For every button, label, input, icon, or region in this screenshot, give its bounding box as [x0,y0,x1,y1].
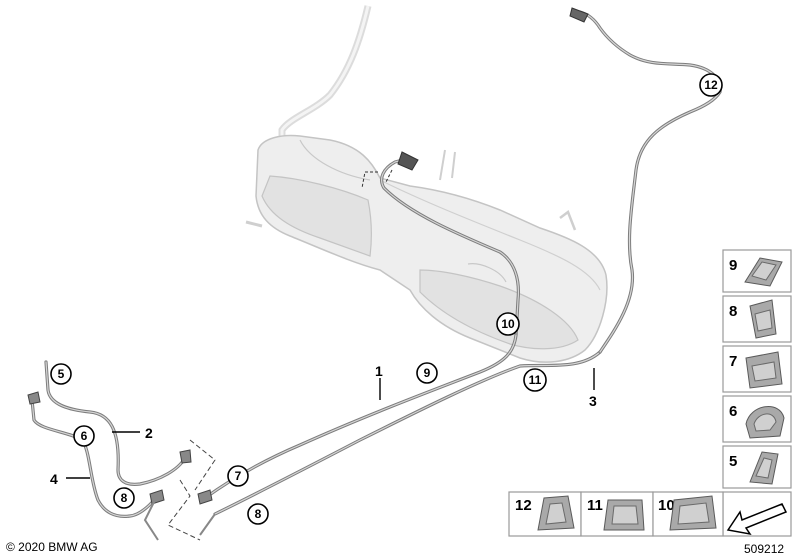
svg-text:9: 9 [729,257,737,274]
copyright-text: © 2020 BMW AG [6,540,98,554]
svg-text:8: 8 [729,303,737,320]
callout-9: 9 [416,362,438,384]
svg-text:5: 5 [58,367,65,381]
svg-text:7: 7 [729,353,737,370]
fuel-tank [245,134,608,363]
svg-text:6: 6 [729,403,737,420]
filler-neck-tube [278,5,372,145]
part-box-9: 9 [722,249,792,293]
svg-text:12: 12 [515,497,532,514]
fuel-pipes-front [27,360,216,541]
dashed-connection [167,439,216,541]
diagram-number: 509212 [744,542,785,556]
callout-8-right: 8 [247,503,269,525]
direction-arrow-icon [726,503,788,536]
svg-text:9: 9 [424,366,431,380]
part-box-8: 8 [722,295,792,343]
part-box-7: 7 [722,345,792,393]
callout-1: 1 [375,363,383,379]
callout-12: 12 [699,73,723,97]
svg-text:8: 8 [121,491,128,505]
svg-text:7: 7 [235,469,242,483]
callout-11: 11 [523,368,547,392]
callout-8-left: 8 [113,487,135,509]
svg-text:10: 10 [658,497,675,514]
svg-text:11: 11 [587,497,603,514]
svg-text:8: 8 [255,507,262,521]
part-box-arrow [722,491,792,537]
leader-lines [66,368,595,479]
part-box-6: 6 [722,395,792,443]
callout-3: 3 [589,393,597,409]
callout-2: 2 [145,425,153,441]
svg-text:6: 6 [81,429,88,443]
part-box-5: 5 [722,445,792,489]
callout-6: 6 [73,425,95,447]
callout-7: 7 [227,465,249,487]
callout-4: 4 [50,471,58,487]
svg-text:11: 11 [529,373,542,387]
svg-text:12: 12 [704,78,718,92]
part-box-10: 10 [652,491,724,537]
part-box-11: 11 [580,491,654,537]
callout-10: 10 [496,312,520,336]
fuel-pipe-3 [569,7,722,354]
pipe-over-tank [361,151,521,337]
callout-5: 5 [50,363,72,385]
svg-text:5: 5 [729,453,737,470]
svg-text:10: 10 [501,317,515,331]
part-box-12: 12 [508,491,582,537]
